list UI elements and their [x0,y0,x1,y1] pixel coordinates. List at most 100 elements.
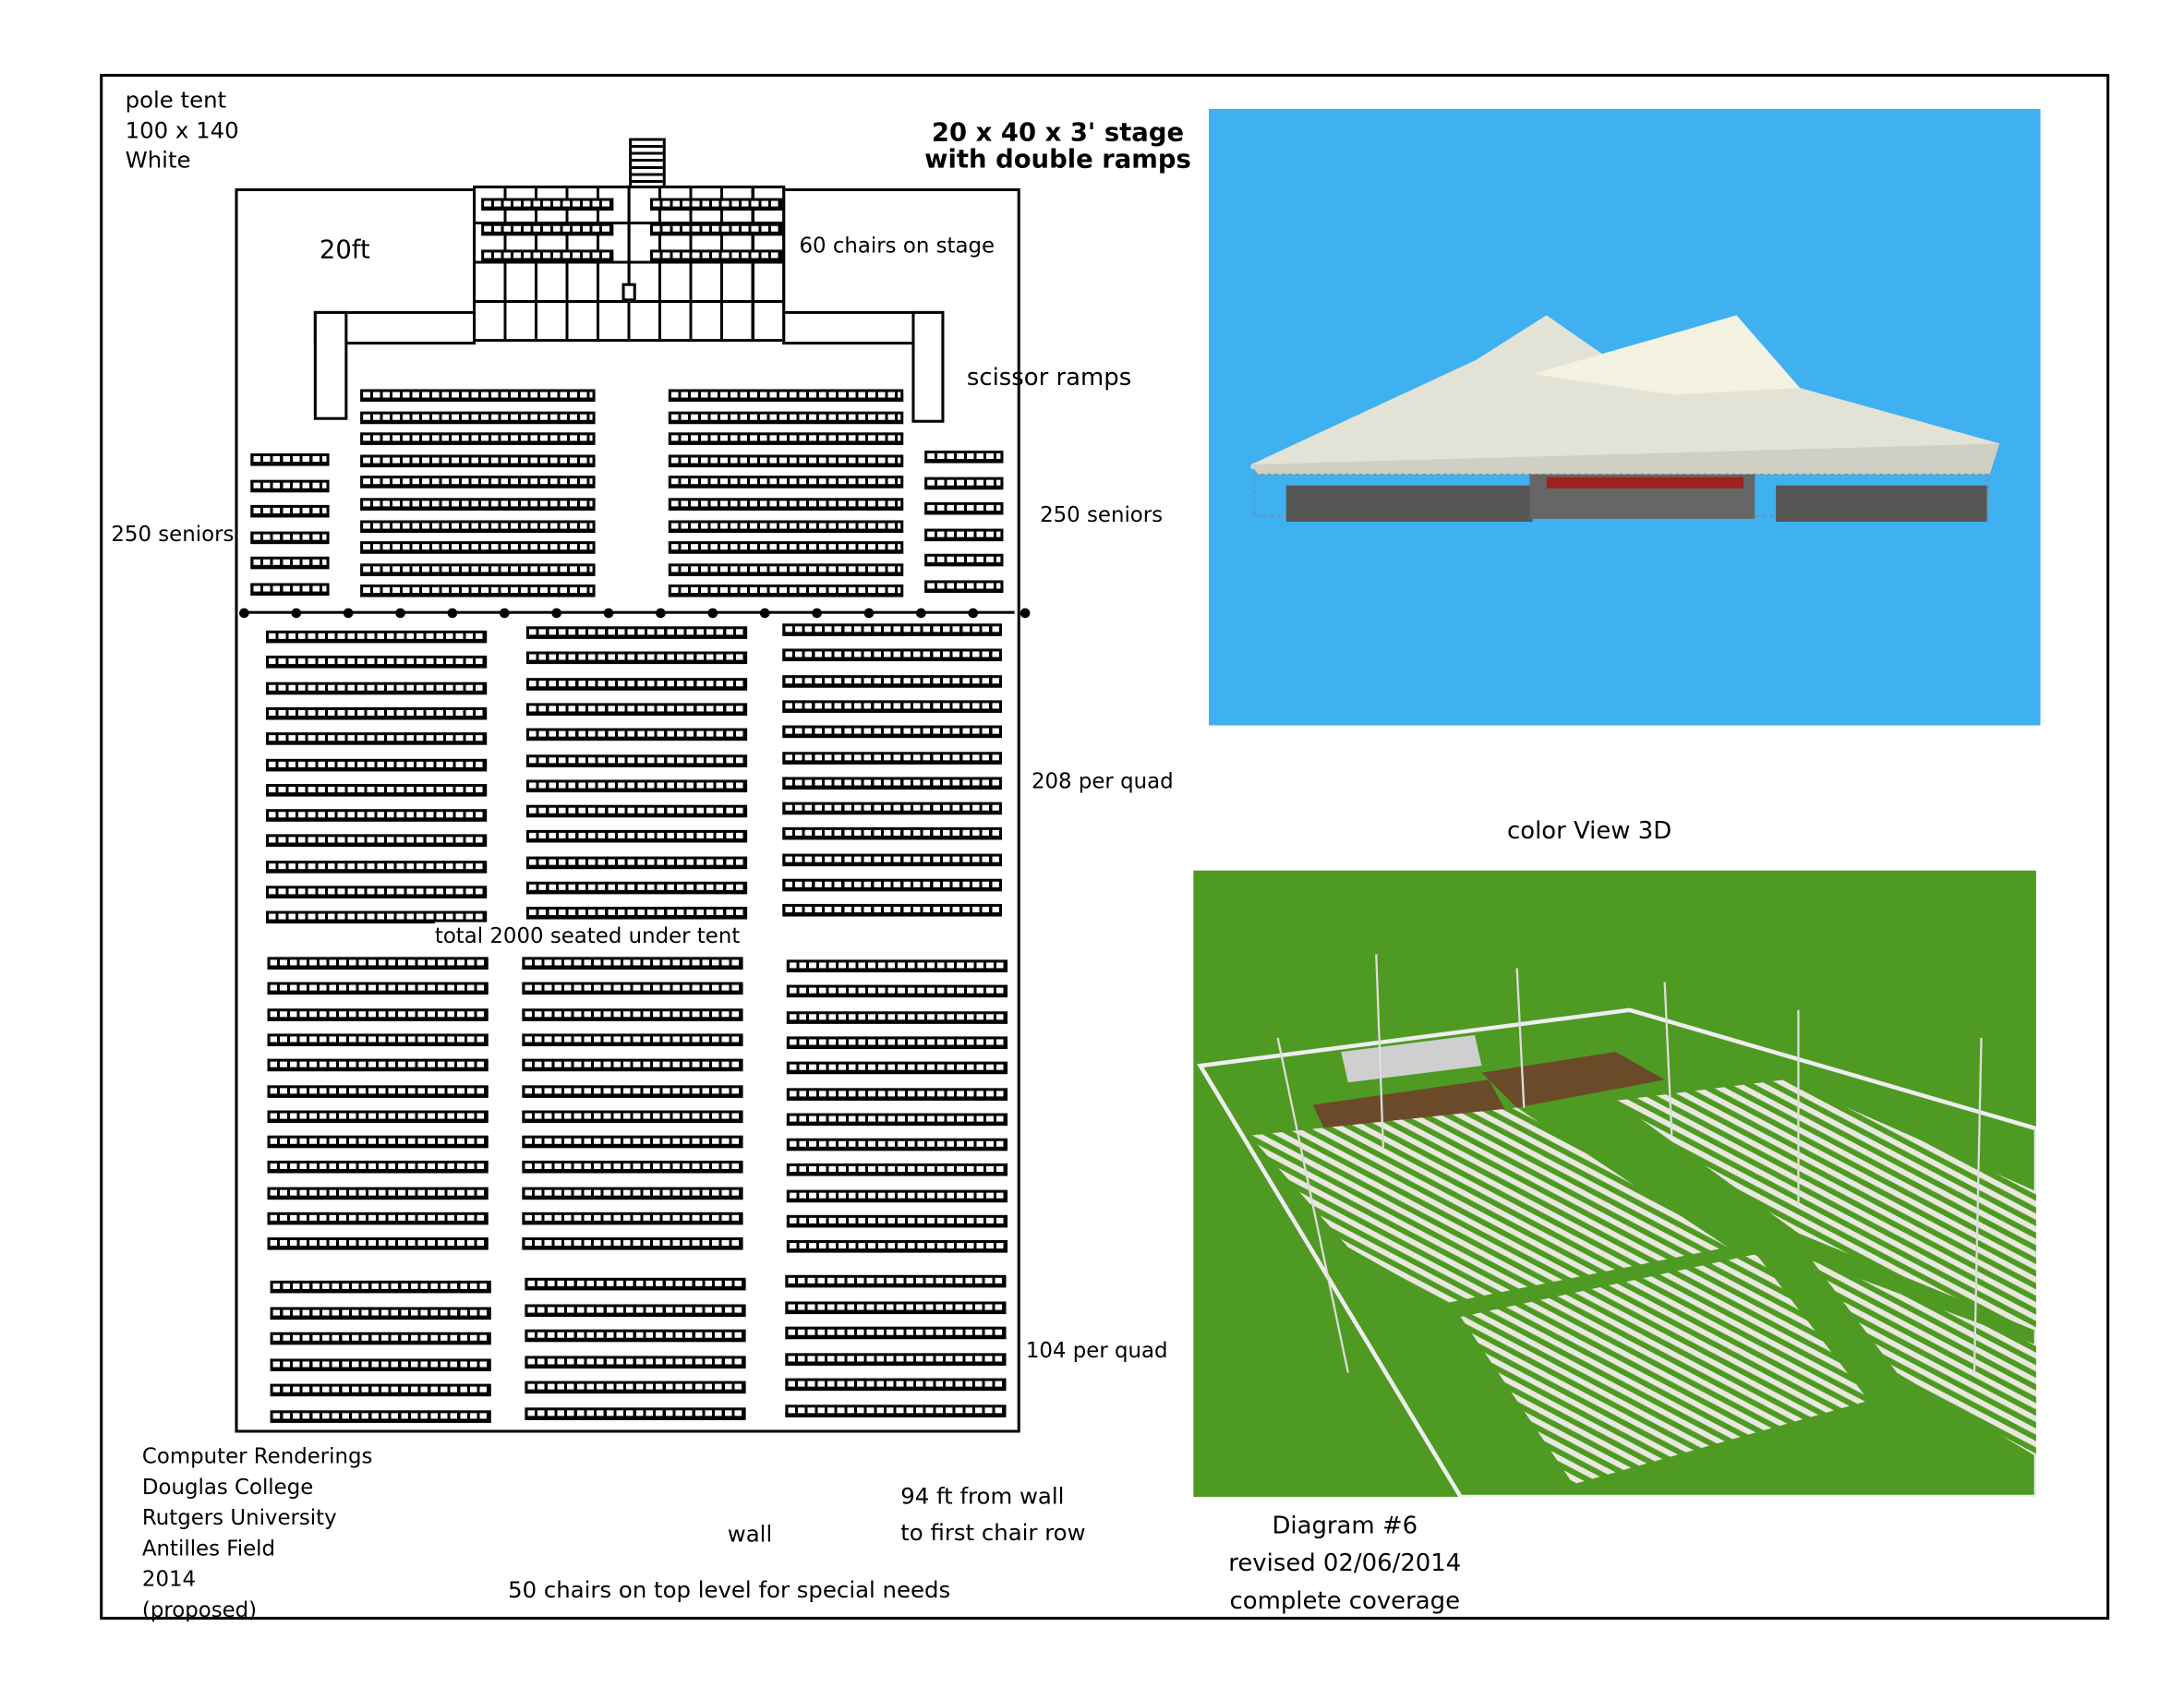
credit-line: Rutgers University [141,1505,337,1531]
chair-row [668,541,904,555]
chair-row [782,648,1002,662]
chair-row [525,728,748,742]
stage-label: 20 x 40 x 3' stage with double ramps [924,120,1191,175]
chair-row [360,563,596,576]
tent-poles-3d [1276,954,1983,1373]
chairs-center [1249,1107,1729,1303]
chair-row [265,783,488,797]
floor-right [1481,1052,1665,1108]
chair-row [786,1036,1008,1049]
chair-row [525,754,748,767]
chair-row [265,706,488,720]
chair-row [250,530,330,544]
chair-row [267,982,489,995]
total-label: total 2000 seated under tent [434,922,741,951]
tent-eave [1250,443,2000,475]
chair-row [785,1378,1007,1392]
tent-pole [656,608,666,619]
chair-row [782,853,1002,866]
distance-line: to first chair row [900,1519,1086,1546]
chair-row [525,1355,746,1368]
chair-row [782,623,1002,636]
chair-row [786,1214,1008,1228]
stage-chair-row [649,249,783,263]
chair-row [786,1087,1008,1101]
aerial-3d-view [1193,870,2036,1497]
chair-row [782,827,1002,841]
chair-row [522,1110,743,1123]
seating-block-3d [1285,485,1533,523]
chair-row [525,804,748,818]
chair-row [522,982,743,995]
chair-row [668,519,904,533]
chair-row [265,834,488,848]
wall-label: wall [727,1520,773,1548]
tent-pole [707,608,718,619]
tent-color: White [125,146,191,174]
chair-row [360,519,596,533]
chair-row [525,907,748,920]
seniors-right-label: 250 seniors [1040,501,1164,528]
chair-row [525,1329,746,1343]
stage-ramps: with double ramps [924,144,1191,175]
chair-row [785,1300,1007,1314]
stage-chair-row [481,223,614,236]
chair-row [668,432,904,446]
stage-3d [1341,1034,1482,1083]
chair-row [782,700,1002,713]
credit-line: Antilles Field [141,1536,276,1561]
credit-line: Douglas College [141,1474,314,1501]
chair-row [924,579,1004,593]
chair-row [786,1189,1008,1202]
chair-row [924,553,1004,567]
credit-line: Computer Renderings [141,1443,373,1469]
chair-row [782,674,1002,688]
per-quad-104-label: 104 per quad [1025,1337,1168,1363]
diagram-number: Diagram #6 [1272,1512,1418,1540]
chair-row [250,504,330,518]
chair-row [782,777,1002,790]
revision-date: revised 02/06/2014 [1228,1549,1462,1578]
chair-row [265,860,488,874]
chair-row [522,957,743,970]
chair-row [360,476,596,489]
chair-row [786,1164,1008,1177]
distance-label: 94 ft from wall to first chair row [900,1478,1085,1551]
chair-row [360,411,596,424]
page-border [100,74,2110,1620]
tent-pole [343,608,354,619]
chair-row [267,1237,489,1251]
chair-row [668,476,904,489]
credit-line: (proposed) [141,1597,258,1622]
tent-pole [499,608,510,619]
chair-row [250,582,330,596]
chair-row [668,454,904,467]
seating-block-3d [1776,485,1987,523]
tent-peak [1532,315,1800,395]
tent-pole [239,608,249,619]
chair-row [265,809,488,822]
chair-row [267,1033,489,1046]
chair-row [267,1084,489,1098]
tent-pole [759,608,770,619]
chair-row [267,1161,489,1175]
chair-row [525,677,748,691]
chair-row [525,1406,746,1420]
chairs-right [1615,1079,2036,1332]
chair-row [265,886,488,898]
chair-row [522,1135,743,1149]
chair-row [270,1332,491,1345]
chair-row [668,498,904,511]
chair-row [360,498,596,511]
chair-row [265,681,488,694]
tent-pole [551,608,561,619]
chair-row [360,585,596,598]
tent-pole [1020,608,1031,619]
stage-chair-row [481,249,614,263]
chair-row [250,452,330,466]
stage-stairs [629,138,666,188]
chair-row [267,1007,489,1021]
chair-row [360,432,596,446]
chair-row [360,389,596,403]
